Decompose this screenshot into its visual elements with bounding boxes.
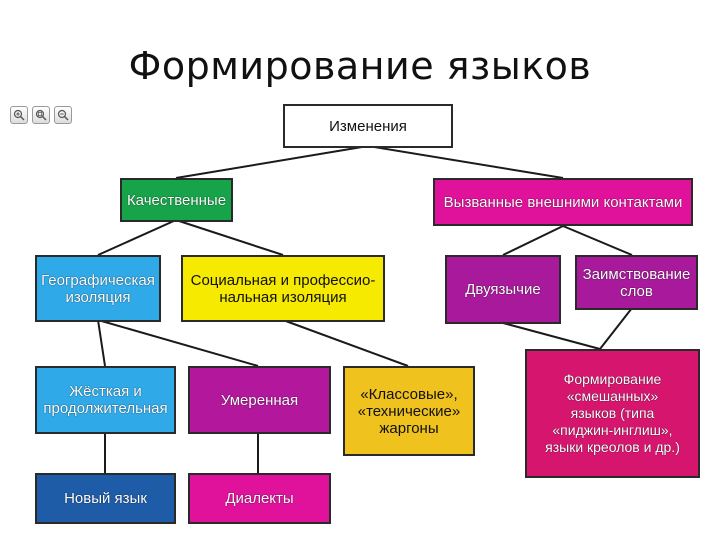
zoom-fit-icon[interactable] [32,106,50,124]
connector-line [367,145,564,179]
node-smeshannye-yazyki: Формирование «смешанных» языков (типа «п… [525,349,700,478]
node-geograficheskaya-izolyaciya: Географическая изоляция [35,255,161,322]
connector-line [562,225,633,256]
node-umerennaya: Умеренная [188,366,331,434]
node-novyi-yazyk: Новый язык [35,473,176,524]
connector-line [97,319,259,367]
node-izmeneniya: Изменения [283,104,453,148]
page-title: Формирование языков [128,44,592,88]
connector-line [599,307,633,350]
node-kachestvennye: Качественные [120,178,233,222]
node-zhestkaya-izolyaciya: Жёсткая и продолжительная [35,366,176,434]
connector-line [97,319,106,367]
node-klassovye-zhargony: «Классовые», «технические» жаргоны [343,366,475,456]
connector-line [502,322,601,350]
connector-line [97,219,177,256]
connector-line [175,219,284,256]
node-dialekty: Диалекты [188,473,331,524]
zoom-out-icon[interactable] [54,106,72,124]
connector-line [502,225,564,256]
node-vyzvannye-kontaktami: Вызванные внешними контактами [433,178,693,226]
zoom-in-icon[interactable] [10,106,28,124]
connector-line [282,319,409,367]
node-zaimstvovanie-slov: Заимствование слов [575,255,698,310]
connector-line [175,145,369,179]
node-dvuyazychie: Двуязычие [445,255,561,324]
node-socialnaya-izolyaciya: Социальная и профессио- нальная изоляция [181,255,385,322]
zoom-toolbar [10,106,72,124]
